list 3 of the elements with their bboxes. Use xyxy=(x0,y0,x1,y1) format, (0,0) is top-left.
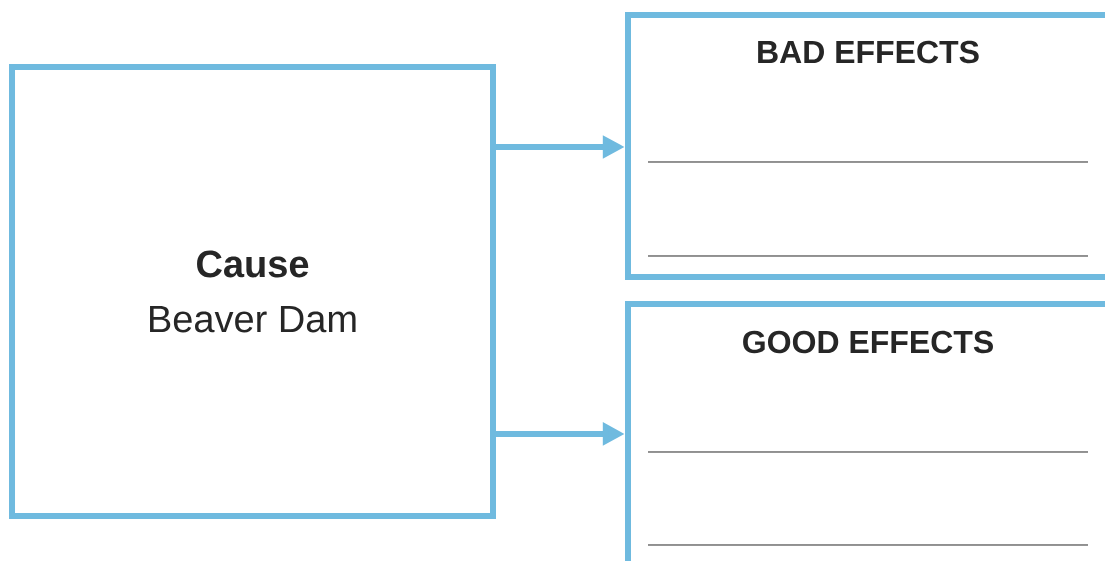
effects-box: GOOD EFFECTS xyxy=(625,301,1105,561)
cause-box: Cause Beaver Dam xyxy=(9,64,496,519)
effects-box: BAD EFFECTS xyxy=(625,12,1105,280)
